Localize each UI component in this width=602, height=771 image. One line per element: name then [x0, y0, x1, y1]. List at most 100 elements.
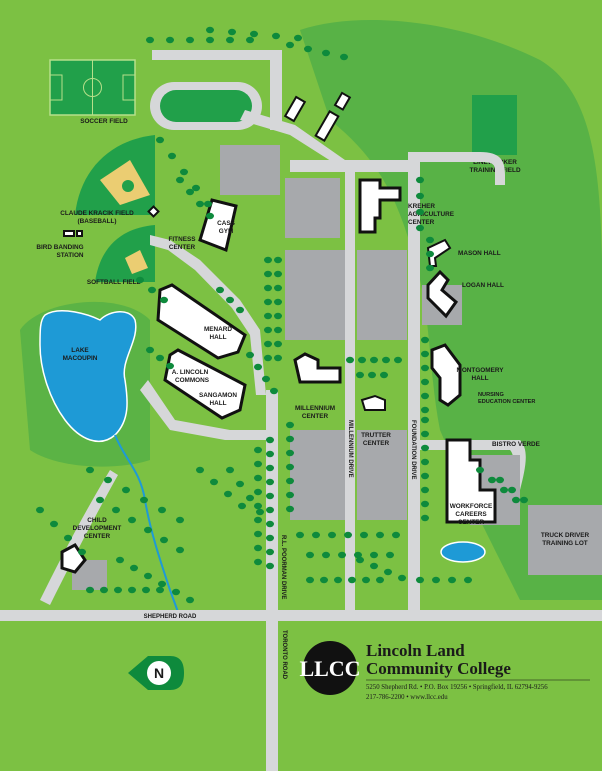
kreher-agriculture-center[interactable]: [358, 178, 402, 234]
trutter-center[interactable]: [360, 394, 386, 411]
tree: [346, 356, 354, 364]
softball-field[interactable]: [95, 225, 155, 282]
tree: [266, 562, 274, 570]
menard-hall[interactable]: [156, 283, 247, 360]
compass-letter: N: [154, 665, 164, 681]
fitness-center-label-1: FITNESS: [169, 236, 197, 243]
tree: [112, 506, 120, 514]
field-structure: [147, 205, 160, 218]
tree: [156, 136, 164, 144]
tree: [476, 466, 484, 474]
tree: [306, 576, 314, 584]
tree: [86, 586, 94, 594]
millennium-drive-label: MILLENNIUM DRIVE: [347, 420, 353, 478]
tree: [216, 286, 224, 294]
tree: [158, 580, 166, 588]
tree: [266, 548, 274, 556]
tree: [236, 480, 244, 488]
tree: [266, 450, 274, 458]
tree: [286, 477, 294, 485]
tree: [286, 491, 294, 499]
workforce-careers-center[interactable]: [445, 438, 497, 524]
tree: [421, 350, 429, 358]
truck-lot-label-2: TRAINING LOT: [542, 540, 588, 547]
tree: [228, 28, 236, 36]
tree: [294, 34, 302, 42]
tree: [254, 363, 262, 371]
tree: [246, 351, 254, 359]
baseball-field[interactable]: [75, 135, 155, 215]
tree: [296, 531, 304, 539]
tree: [356, 371, 364, 379]
tree: [416, 208, 424, 216]
tree: [320, 576, 328, 584]
tree: [144, 572, 152, 580]
cass-gym-label-2: GYM: [219, 228, 234, 235]
tree: [266, 492, 274, 500]
tree: [78, 548, 86, 556]
tree: [210, 478, 218, 486]
tree: [520, 496, 528, 504]
sangamon-hall[interactable]: [163, 348, 247, 420]
toronto-road-label: TORONTO ROAD: [281, 630, 287, 680]
tree: [128, 516, 136, 524]
bird-banding-station[interactable]: [63, 230, 75, 237]
tree: [421, 458, 429, 466]
child-label-3: CENTER: [84, 533, 111, 540]
tree: [196, 200, 204, 208]
claude-kracik-label-2: (BASEBALL): [77, 218, 116, 225]
sangamon-hall-label-1: SANGAMON: [199, 392, 237, 399]
lake-macoupin[interactable]: [39, 310, 137, 443]
lincoln-commons-label-1: A. LINCOLN: [172, 369, 209, 376]
montgomery-hall[interactable]: [430, 343, 462, 407]
kreher-label-1: KREHER: [408, 203, 435, 210]
lake-label-1: LAKE: [71, 347, 89, 354]
tree: [380, 371, 388, 379]
tree: [496, 476, 504, 484]
north-buildings[interactable]: [283, 91, 352, 142]
tree: [448, 576, 456, 584]
tree: [192, 184, 200, 192]
tree: [508, 486, 516, 494]
tree: [160, 536, 168, 544]
tree: [226, 466, 234, 474]
lineworker-training-field[interactable]: [472, 95, 517, 155]
tree: [356, 556, 364, 564]
tree: [266, 478, 274, 486]
tree: [128, 586, 136, 594]
tree: [421, 416, 429, 424]
tree: [416, 192, 424, 200]
tree: [250, 30, 258, 38]
cass-gym-label-1: CASS: [217, 220, 235, 227]
tree: [274, 326, 282, 334]
kreher-label-2: AGRICULTURE: [408, 211, 455, 218]
trutter-label-2: CENTER: [363, 440, 390, 447]
millennium-center[interactable]: [293, 352, 342, 384]
logan-hall[interactable]: [426, 269, 459, 319]
tree: [286, 463, 294, 471]
tree: [254, 460, 262, 468]
tree: [312, 531, 320, 539]
tree: [322, 551, 330, 559]
tree: [256, 508, 264, 516]
claude-kracik-label-1: CLAUDE KRACIK FIELD: [60, 210, 134, 217]
running-track[interactable]: [150, 82, 262, 130]
nursing-label-2: EDUCATION CENTER: [478, 399, 535, 405]
montgomery-label-1: MONTGOMERY: [457, 367, 505, 374]
tree: [254, 446, 262, 454]
tree: [246, 494, 254, 502]
tree: [370, 356, 378, 364]
foundation-drive-label: FOUNDATION DRIVE: [410, 420, 416, 480]
tree: [86, 466, 94, 474]
tree: [196, 466, 204, 474]
tree: [204, 200, 212, 208]
tree: [264, 256, 272, 264]
tree: [266, 506, 274, 514]
tree: [264, 298, 272, 306]
tree: [264, 354, 272, 362]
tree: [274, 284, 282, 292]
tree: [226, 36, 234, 44]
soccer-field[interactable]: [49, 59, 136, 116]
tree: [370, 551, 378, 559]
tree: [426, 236, 434, 244]
